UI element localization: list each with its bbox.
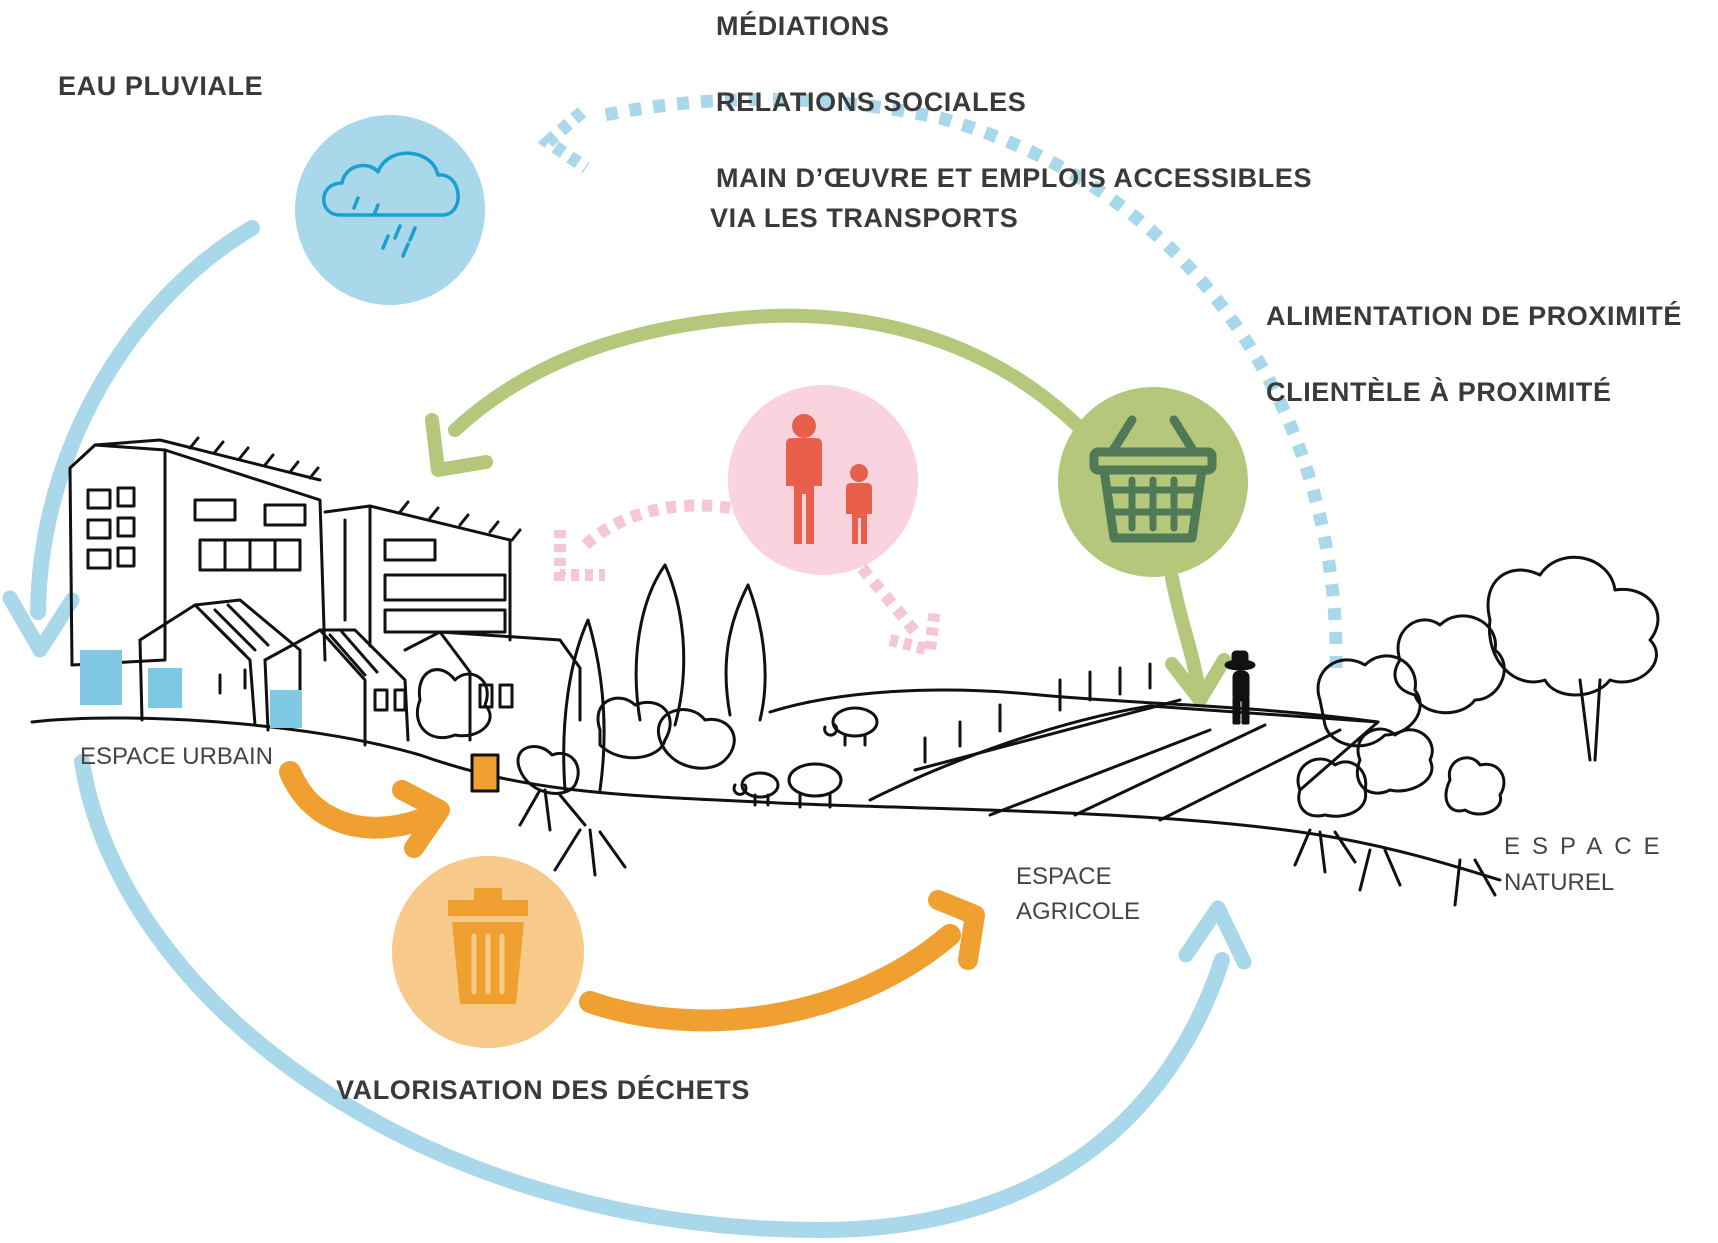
hill-line — [770, 690, 1378, 722]
green-arrow-arc-head — [425, 413, 493, 477]
water-cycle-arrows — [2, 92, 1343, 1239]
trash-circle — [392, 856, 584, 1048]
orange-arrow-top-head — [392, 780, 450, 858]
houses-small — [140, 600, 580, 745]
blue-arrow-left-head — [2, 590, 80, 658]
sheep — [734, 708, 877, 807]
zone-agricole-1: ESPACE — [1016, 863, 1112, 890]
label-valorisation: VALORISATION DES DÉCHETS — [336, 1075, 750, 1105]
zone-urbain: ESPACE URBAIN — [80, 743, 273, 770]
blue-windows — [80, 650, 302, 728]
blue-dotted-arc-head — [537, 107, 590, 174]
orange-arrow-bottom-head — [928, 890, 985, 970]
town-trees — [417, 565, 765, 875]
label-main-oeuvre-1: MAIN D’ŒUVRE ET EMPLOIS ACCESSIBLES — [716, 163, 1313, 193]
blue-arrow-bottom — [74, 754, 1230, 1239]
social-arrows — [554, 499, 941, 658]
blue-dotted-arc — [598, 92, 1343, 669]
pink-arrow-right — [857, 564, 920, 636]
label-mediations: MÉDIATIONS — [716, 11, 890, 41]
blue-arrow-left — [30, 220, 260, 620]
green-arrow-arc — [448, 308, 1089, 437]
rain-circle — [295, 115, 485, 305]
pink-arrow-left-head — [554, 530, 605, 581]
orange-arrow-bottom — [579, 924, 961, 1032]
label-alimentation: ALIMENTATION DE PROXIMITÉ — [1266, 301, 1682, 331]
green-arrow-down-head — [1165, 653, 1231, 707]
forest-trees — [1295, 557, 1658, 905]
label-main-oeuvre-2: VIA LES TRANSPORTS — [710, 203, 1019, 233]
people-circle — [728, 385, 918, 575]
farm-field-edge — [870, 706, 1378, 800]
building-mid — [325, 502, 520, 646]
zone-naturel-2: NATUREL — [1504, 869, 1615, 896]
crop-rows — [915, 664, 1340, 820]
zone-agricole-2: AGRICOLE — [1016, 898, 1141, 925]
compost-box — [472, 755, 498, 791]
landscape-drawing — [32, 438, 1658, 905]
pink-arrow-left — [575, 499, 731, 555]
waste-arrows — [279, 761, 985, 1032]
blue-arrow-bottom-head — [1178, 900, 1252, 970]
farmer — [1226, 652, 1254, 723]
label-relations-sociales: RELATIONS SOCIALES — [716, 87, 1027, 117]
label-eau-pluviale: EAU PLUVIALE — [58, 71, 264, 101]
food-arrows — [425, 308, 1231, 707]
basket-circle — [1058, 387, 1248, 577]
orange-arrow-top — [279, 761, 431, 839]
green-arrow-down — [1165, 571, 1205, 692]
rain-cloud-icon — [322, 151, 460, 258]
trash-bin-icon — [448, 888, 528, 1004]
label-clientele: CLIENTÈLE À PROXIMITÉ — [1266, 377, 1612, 407]
ground-line — [32, 718, 1500, 880]
parent-child-icon — [786, 414, 872, 544]
building-tall-left — [70, 438, 325, 665]
zone-naturel-1: ESPACE — [1504, 833, 1672, 860]
shopping-basket-icon — [1089, 415, 1217, 543]
